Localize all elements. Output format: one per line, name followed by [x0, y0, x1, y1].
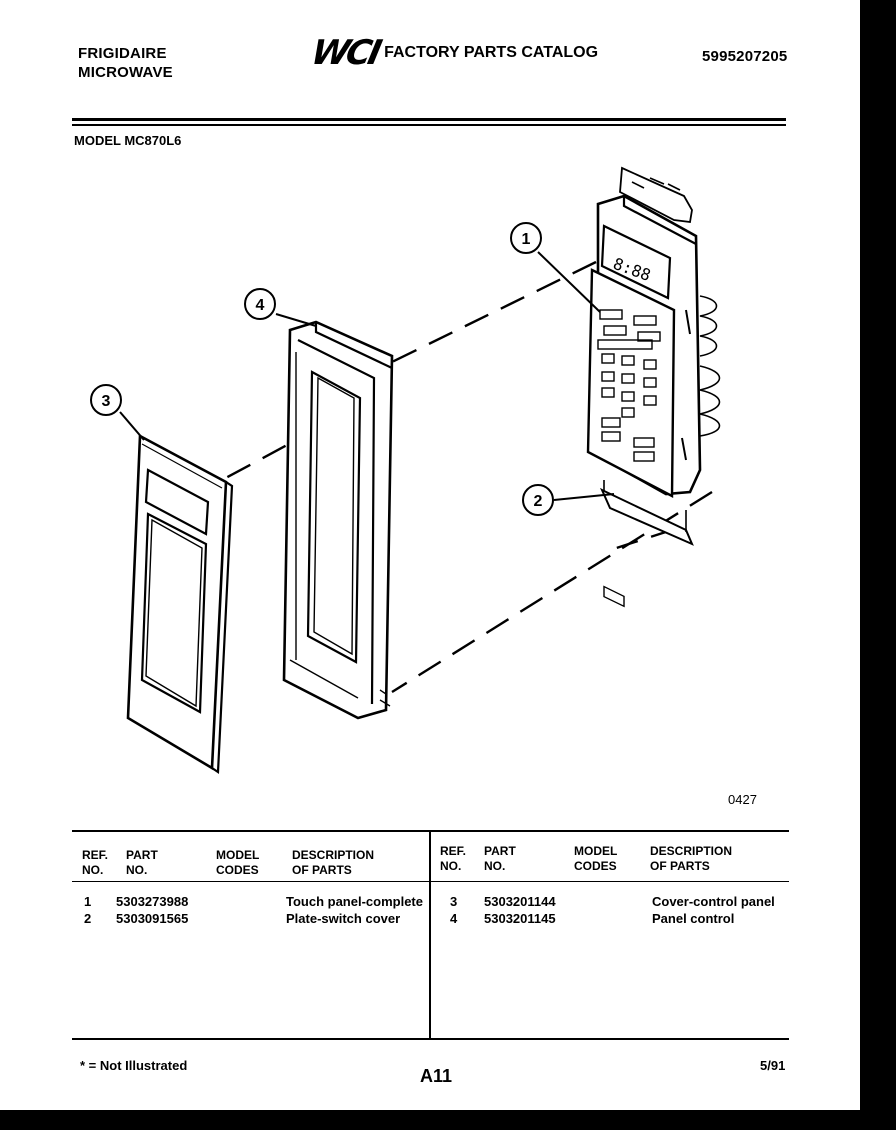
header-rule-top: [72, 118, 786, 121]
table-header-rule-right: [430, 881, 789, 882]
callout-1: 1: [522, 231, 531, 248]
brand-block: FRIGIDAIRE MICROWAVE: [78, 44, 173, 82]
callouts: [90, 222, 615, 516]
header-rule-bottom: [72, 124, 786, 126]
row-description: Cover-control panel: [652, 894, 775, 909]
parts-catalog-page: FRIGIDAIRE MICROWAVE WCI FACTORY PARTS C…: [0, 0, 860, 1110]
page-number: A11: [420, 1066, 453, 1086]
row-part-number: 5303201145: [484, 911, 556, 926]
table-divider: [429, 832, 431, 1038]
catalog-title: FACTORY PARTS CATALOG: [384, 44, 599, 61]
table-bottom-rule: [72, 1038, 789, 1040]
col-ref-header: REF.NO.: [82, 848, 109, 877]
row-part-number: 5303273988: [116, 894, 189, 909]
revision-date: 5/91: [760, 1058, 786, 1073]
part-1-touch-panel-complete: [586, 166, 721, 608]
row-part-number: 5303201144: [484, 894, 556, 909]
row-ref: 4: [450, 911, 458, 926]
row-description: Plate-switch cover: [286, 911, 401, 926]
row-description: Panel control: [652, 911, 735, 926]
part-3-cover-control-panel: [126, 433, 234, 774]
row-description: Touch panel-complete: [286, 894, 423, 909]
product-type: MICROWAVE: [78, 64, 173, 81]
table-top-rule: [72, 830, 789, 832]
col-ref-header-right: REF.NO.: [440, 844, 467, 873]
brand-name: FRIGIDAIRE: [78, 45, 167, 62]
table-header-rule-left: [72, 881, 430, 882]
callout-2: 2: [534, 493, 543, 510]
figure-number: 0427: [728, 792, 757, 807]
catalog-banner: WCI FACTORY PARTS CATALOG: [308, 33, 599, 73]
footnote: * = Not Illustrated: [80, 1058, 188, 1073]
exploded-parts-diagram: 1 2 3 4 8:88: [90, 166, 721, 774]
row-part-number: 5303091565: [116, 911, 189, 926]
row-ref: 2: [84, 911, 92, 926]
part-4-panel-control: [282, 320, 394, 720]
callout-4: 4: [256, 297, 265, 314]
row-ref: 1: [84, 894, 92, 909]
callout-3: 3: [102, 393, 111, 410]
row-ref: 3: [450, 894, 458, 909]
wire-coil: [699, 295, 721, 437]
model-label: MODEL MC870L6: [74, 133, 182, 148]
catalog-number: 5995207205: [702, 48, 788, 65]
